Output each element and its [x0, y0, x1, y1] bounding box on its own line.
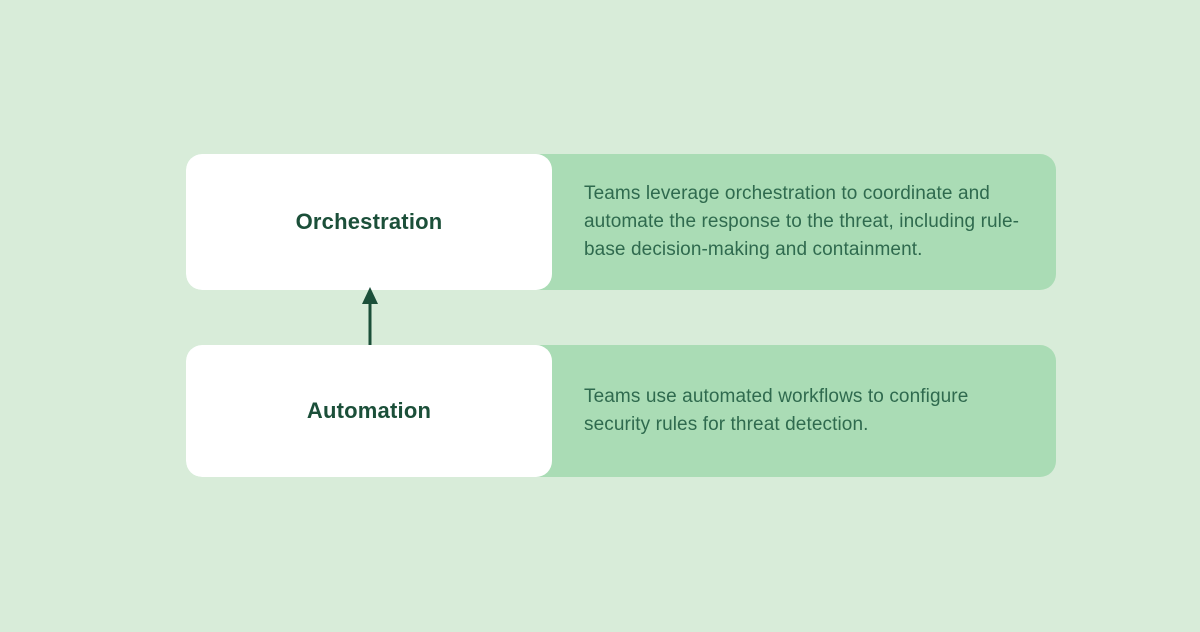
orchestration-description: Teams leverage orchestration to coordina… [584, 183, 1020, 260]
orchestration-row: Teams leverage orchestration to coordina… [186, 154, 1056, 290]
orchestration-node: Orchestration [186, 154, 552, 290]
automation-description: Teams use automated workflows to configu… [584, 386, 969, 435]
automation-node: Automation [186, 345, 552, 477]
automation-row: Teams use automated workflows to configu… [186, 345, 1056, 477]
automation-node-label: Automation [306, 398, 432, 423]
arrow-up-icon [362, 287, 378, 345]
orchestration-node-label: Orchestration [295, 209, 443, 234]
